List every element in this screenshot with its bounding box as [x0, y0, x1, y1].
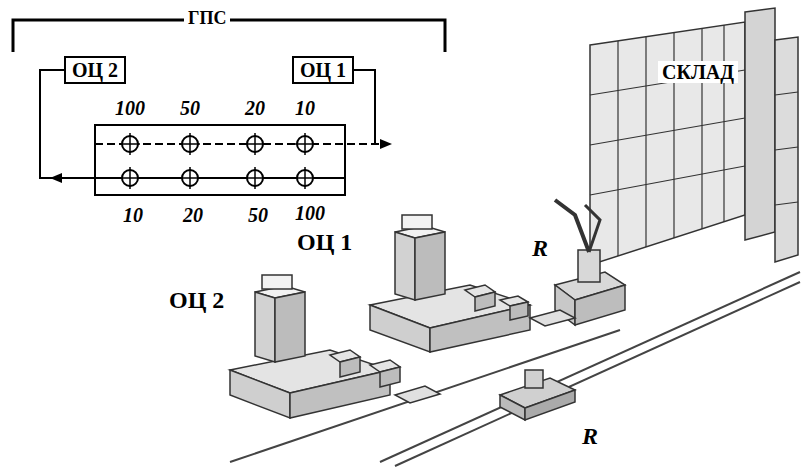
- warehouse-rack: [590, 8, 798, 265]
- rail-robot: [500, 370, 575, 420]
- position-number: 10: [123, 204, 143, 226]
- machining-center-2: [230, 275, 440, 418]
- flow-wires: [40, 70, 385, 195]
- position-number: 50: [180, 97, 200, 119]
- position-number: 100: [115, 97, 145, 119]
- process-box: ОЦ 1: [292, 56, 354, 84]
- position-number: 10: [295, 97, 315, 119]
- box-label: ОЦ 1: [300, 59, 346, 81]
- robot-label: R: [532, 235, 548, 261]
- robot: [555, 200, 625, 325]
- pallet-positions: [122, 136, 313, 186]
- conveyor-rail: [230, 272, 800, 466]
- machine-label: ОЦ 2: [169, 287, 224, 313]
- position-number: 50: [248, 204, 268, 226]
- position-number: 20: [245, 97, 265, 119]
- robot-label: R: [582, 423, 598, 449]
- machining-center-1: [370, 215, 575, 352]
- pallet-crosses: [120, 133, 315, 189]
- system-title: ГПС: [184, 9, 230, 29]
- machine-label: ОЦ 1: [297, 229, 352, 255]
- box-label: ОЦ 2: [72, 59, 118, 81]
- rack-cells: [590, 25, 798, 256]
- arrow-head: [380, 139, 392, 149]
- arrow-head: [50, 173, 62, 183]
- position-number: 20: [183, 204, 203, 226]
- position-number: 100: [295, 202, 325, 224]
- warehouse-label: СКЛАД: [658, 61, 738, 83]
- process-box: ОЦ 2: [64, 56, 126, 84]
